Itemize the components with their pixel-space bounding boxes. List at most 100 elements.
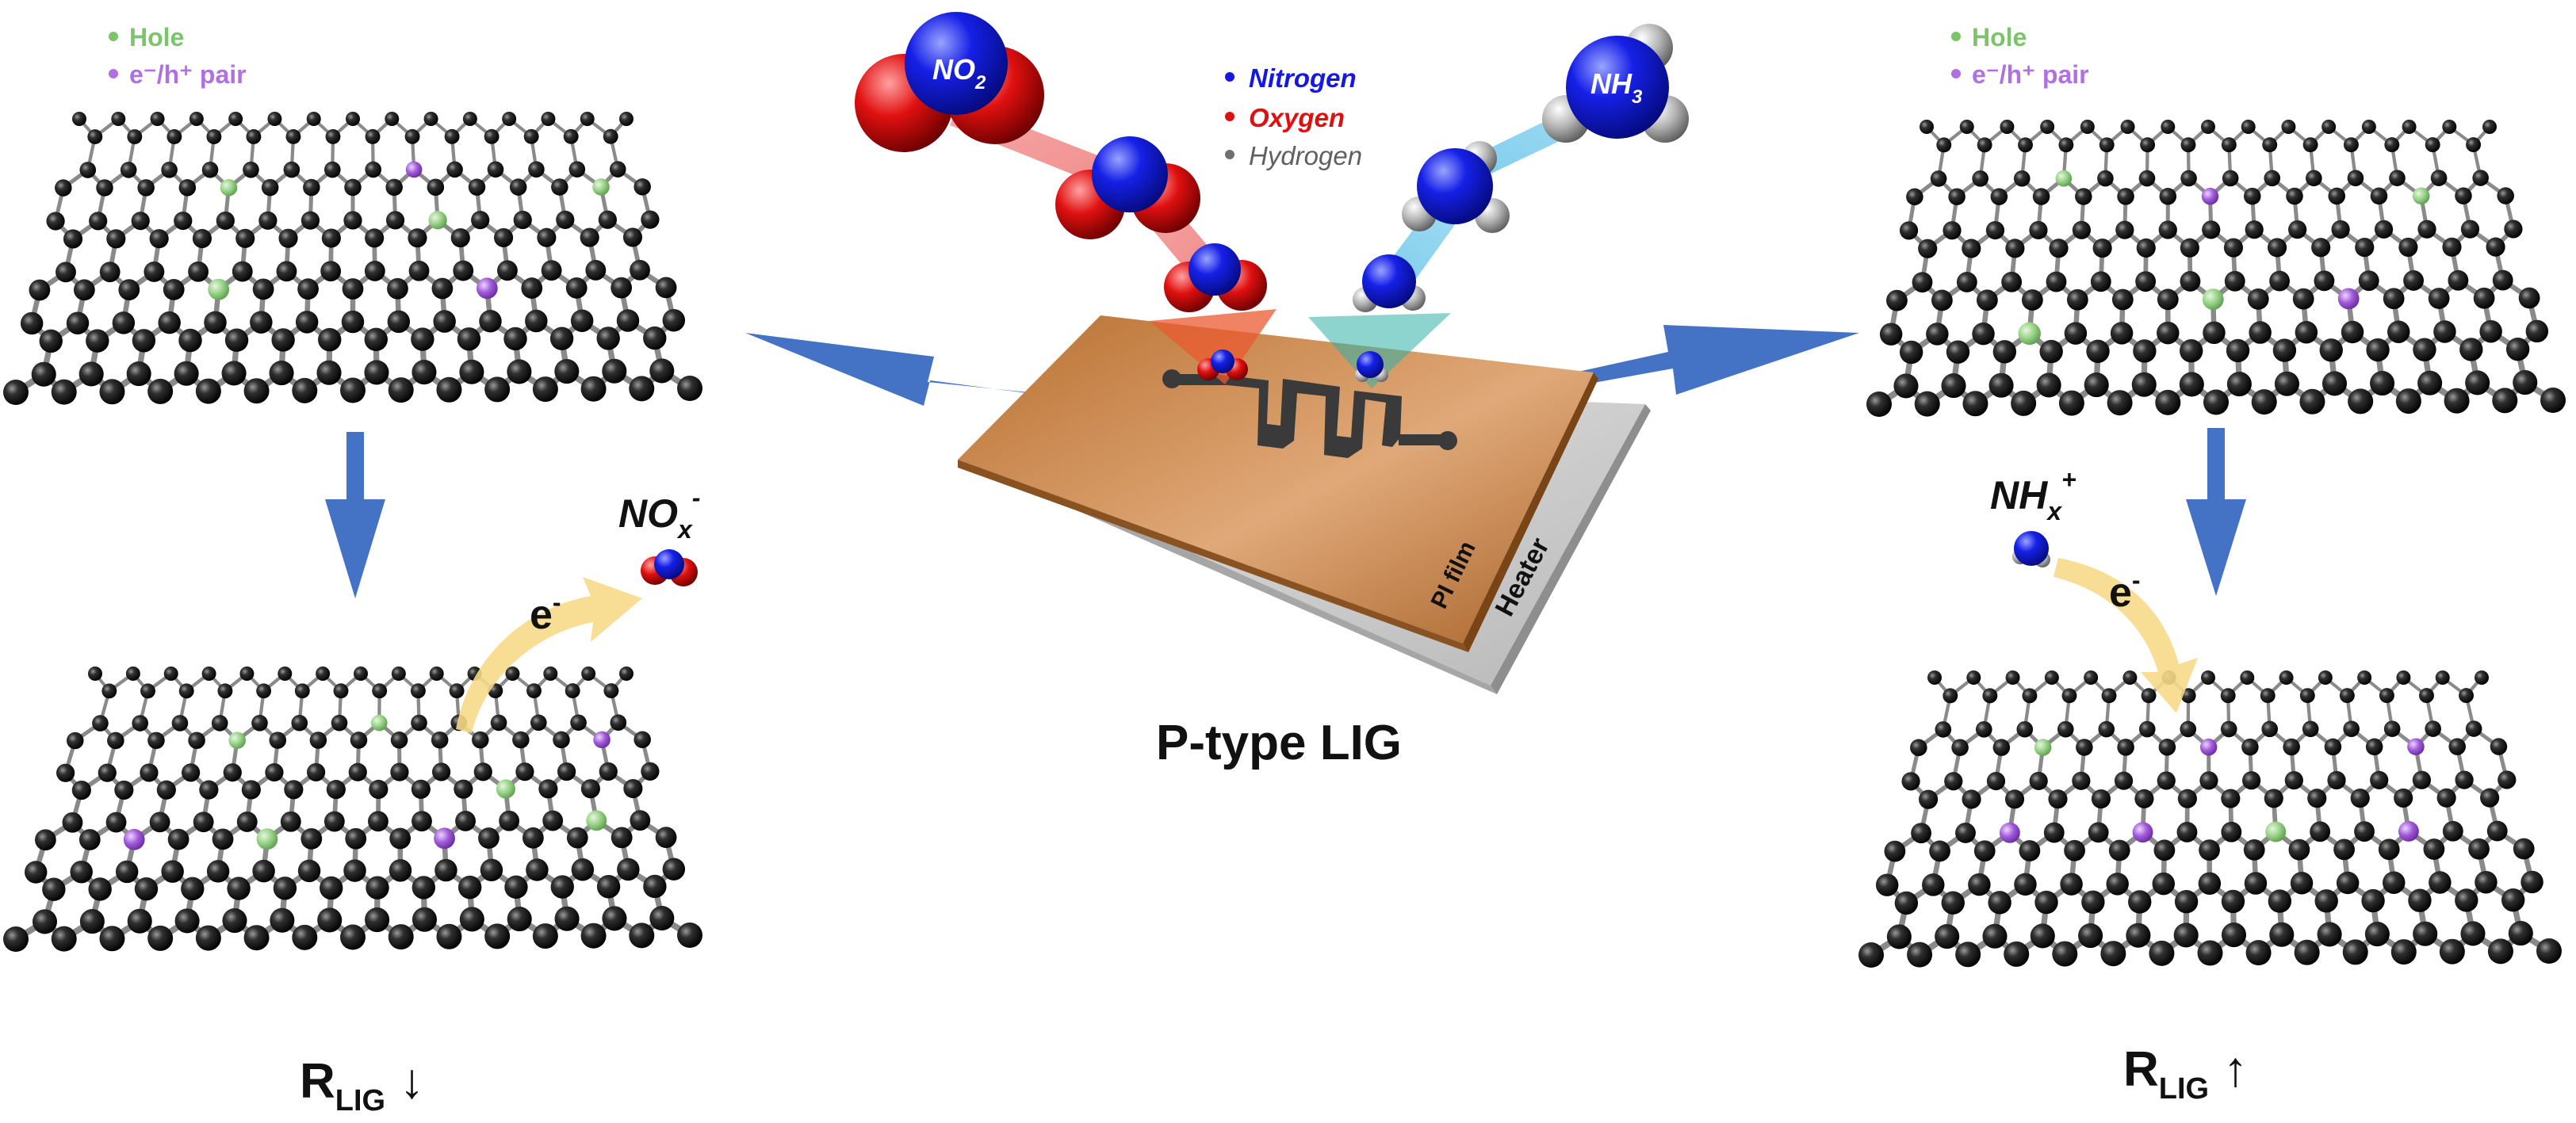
pair-legend-dot <box>1951 69 1961 78</box>
carbon-atom <box>429 667 444 681</box>
carbon-atom <box>2251 389 2277 415</box>
carbon-atom <box>2310 821 2331 842</box>
carbon-atom <box>2408 888 2432 912</box>
carbon-atom <box>2180 720 2197 738</box>
carbon-atom <box>2004 789 2025 809</box>
hole-legend-label: Hole <box>1972 23 2027 52</box>
carbon-atom <box>125 667 140 681</box>
carbon-atom <box>2518 287 2540 309</box>
electron-label-left: e- <box>530 588 561 638</box>
carbon-atom <box>1931 289 1953 311</box>
carbon-atom <box>201 667 216 681</box>
carbon-atom <box>206 860 230 883</box>
carbon-atom <box>227 877 251 900</box>
carbon-atom <box>291 714 308 731</box>
carbon-atom <box>459 907 484 932</box>
carbon-atom <box>107 731 124 750</box>
no2-molecule-medium <box>1055 136 1200 239</box>
carbon-atom <box>2439 938 2465 964</box>
carbon-atom <box>1912 272 1933 293</box>
carbon-atom <box>2425 720 2441 737</box>
hole-atom <box>428 211 447 230</box>
carbon-atom <box>1968 873 1991 896</box>
pair-atom <box>434 827 455 850</box>
carbon-atom <box>581 667 596 681</box>
carbon-atom <box>2240 670 2255 685</box>
carbon-atom <box>2090 271 2111 292</box>
carbon-atom <box>365 228 385 248</box>
carbon-atom <box>270 907 295 933</box>
carbon-atom <box>297 859 321 883</box>
carbon-atom <box>2060 873 2083 896</box>
carbon-atom <box>341 310 365 334</box>
carbon-atom <box>326 780 346 800</box>
carbon-atom <box>2061 688 2077 704</box>
carbon-atom <box>278 667 293 681</box>
graphene-lattice-initial-left <box>3 112 702 405</box>
carbon-atom <box>2243 838 2265 861</box>
carbon-atom <box>2004 941 2030 967</box>
carbon-atom <box>2314 270 2335 292</box>
carbon-atom <box>1962 789 1981 809</box>
carbon-atom <box>2016 720 2034 738</box>
carbon-atom <box>2389 170 2406 186</box>
carbon-atom <box>571 858 595 881</box>
carbon-atom <box>468 178 486 196</box>
carbon-atom <box>433 310 456 333</box>
carbon-atom <box>25 861 48 884</box>
carbon-atom <box>662 308 686 332</box>
carbon-atom <box>2354 821 2375 842</box>
carbon-atom <box>79 909 105 934</box>
carbon-atom <box>1910 739 1927 757</box>
carbon-atom <box>2274 371 2299 396</box>
carbon-atom <box>115 860 139 884</box>
carbon-atom <box>2057 720 2074 738</box>
carbon-atom <box>523 128 539 144</box>
no2-molecule-small <box>1164 243 1267 312</box>
carbon-atom <box>580 376 607 402</box>
carbon-atom <box>411 907 438 932</box>
carbon-atom <box>2013 170 2031 187</box>
carbon-atom <box>2243 187 2261 205</box>
carbon-atom <box>526 683 542 699</box>
carbon-atom <box>2486 820 2508 842</box>
carbon-atom <box>333 683 349 699</box>
carbon-atom <box>2202 220 2221 239</box>
carbon-atom <box>2260 688 2276 704</box>
carbon-atom <box>617 858 640 881</box>
carbon-atom <box>2110 322 2134 345</box>
carbon-atom <box>127 129 143 144</box>
carbon-atom <box>431 762 451 781</box>
carbon-atom <box>408 228 427 248</box>
carbon-atom <box>2324 738 2342 756</box>
carbon-atom <box>2174 890 2199 914</box>
carbon-atom <box>388 377 414 403</box>
carbon-atom <box>188 261 209 282</box>
carbon-atom <box>316 360 342 385</box>
carbon-atom <box>616 309 640 332</box>
carbon-atom <box>2479 319 2502 343</box>
pi-film <box>958 315 1594 644</box>
carbon-atom <box>1977 137 1992 153</box>
carbon-atom <box>2203 321 2226 345</box>
carbon-atom <box>431 731 449 749</box>
pair-atom <box>2132 822 2153 843</box>
carbon-atom <box>390 731 408 749</box>
carbon-atom <box>56 763 75 782</box>
carbon-atom <box>2525 319 2549 343</box>
carbon-atom <box>2197 940 2223 966</box>
carbon-atom <box>2221 922 2247 948</box>
carbon-atom <box>246 129 262 144</box>
carbon-atom <box>1927 670 1942 685</box>
carbon-atom <box>446 161 463 178</box>
carbon-atom <box>1962 391 1988 417</box>
carbon-atom <box>525 309 548 333</box>
carbon-atom <box>1886 924 1912 949</box>
carbon-atom <box>2128 890 2152 914</box>
carbon-atom <box>2180 339 2203 363</box>
carbon-atom <box>2295 321 2318 344</box>
carbon-atom <box>241 780 261 800</box>
carbon-atom <box>2052 941 2078 967</box>
carbon-atom <box>2245 940 2272 966</box>
carbon-atom <box>126 361 151 387</box>
